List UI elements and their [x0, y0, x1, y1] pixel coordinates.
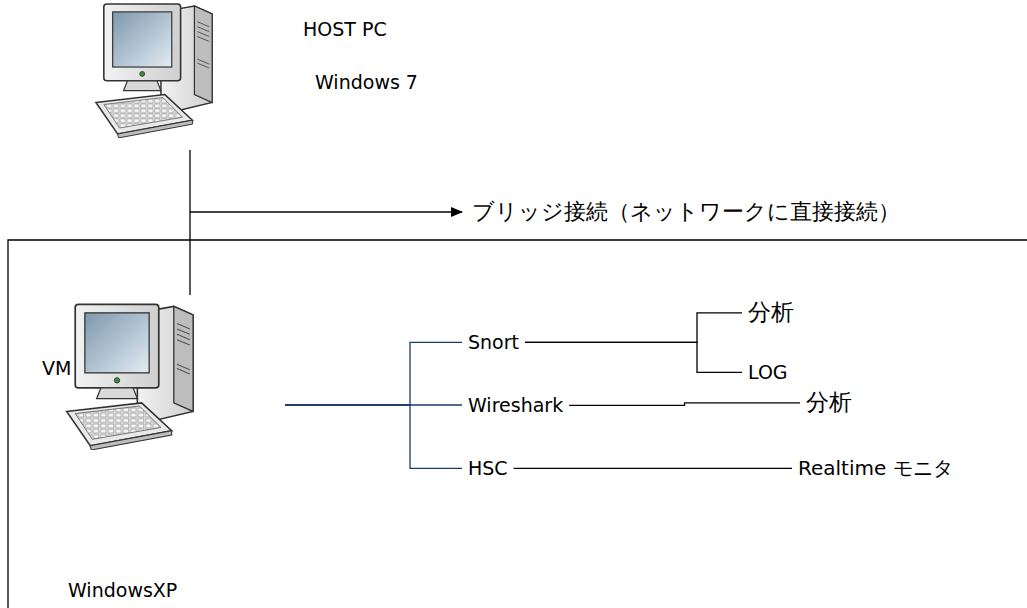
- connector: [285, 405, 462, 468]
- connector: [525, 313, 742, 343]
- node-label: 分析: [806, 389, 852, 415]
- node-title: HOST PC: [303, 18, 387, 41]
- pc-icon: [67, 304, 193, 450]
- node-label: Realtime モニタ: [798, 456, 953, 480]
- connector: [514, 468, 792, 469]
- output-item: LOG: [742, 359, 794, 386]
- pc-icon: [96, 4, 212, 138]
- connector: [285, 342, 462, 405]
- region-outline: [8, 240, 1027, 608]
- connector: [189, 150, 190, 295]
- node-label: Snort: [468, 331, 519, 353]
- node-label: HSC: [468, 457, 508, 479]
- node-subtitle: Windows 7: [315, 71, 418, 94]
- node-label: Wireshark: [468, 394, 563, 416]
- virtual-machine: VM WindowsXP: [30, 295, 285, 606]
- node-subtitle: WindowsXP: [68, 579, 177, 602]
- host-pc: HOST PC Windows 7: [90, 0, 450, 150]
- node-label: LOG: [748, 361, 788, 383]
- connector: [569, 403, 800, 406]
- node-label: 分析: [748, 299, 794, 325]
- tool-item: Snort: [462, 329, 525, 356]
- tool-item: HSC: [462, 455, 514, 482]
- tool-item: Wireshark: [462, 392, 569, 419]
- callout-label: ブリッジ接続（ネットワークに直接接続）: [470, 199, 902, 225]
- node-title: VM: [42, 357, 71, 380]
- output-item: Realtime モニタ: [792, 454, 959, 482]
- callout-arrow: [190, 211, 462, 212]
- output-item: 分析: [742, 297, 800, 329]
- output-item: 分析: [800, 387, 858, 419]
- connector: [525, 342, 742, 372]
